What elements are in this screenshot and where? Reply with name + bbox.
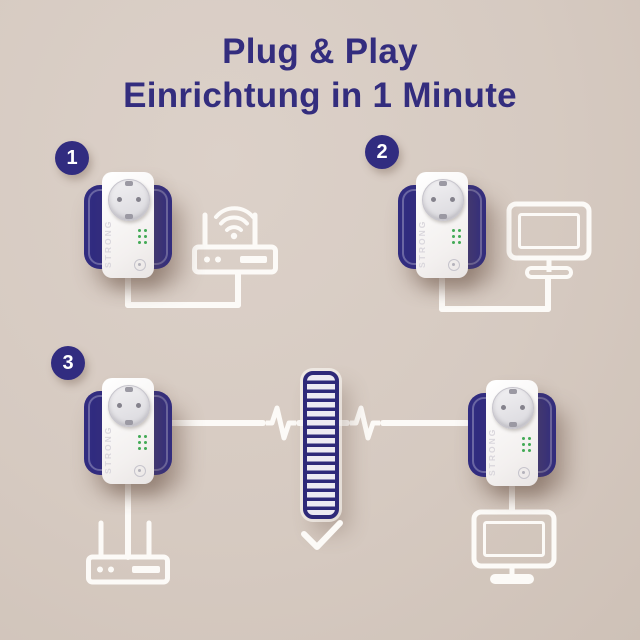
monitor-icon [506,201,592,279]
socket-hole [501,405,506,410]
ground-clip [509,389,517,394]
socket-hole [117,197,122,202]
adapter-body: STRONG [102,378,154,484]
logo-badge-icon [518,467,530,479]
logo-badge-icon [134,259,146,271]
power-socket-icon [492,387,534,429]
power-socket-icon [108,385,150,427]
power-socket-icon [108,179,150,221]
cable-segment [125,274,131,308]
cable-segment [235,270,241,308]
step-badge-2: 2 [365,135,399,169]
socket-hole [431,197,436,202]
brand-label: STRONG [487,427,497,477]
socket-hole [136,403,141,408]
adapter-body: STRONG [486,380,538,486]
cable-segment [439,276,445,312]
logo-badge-icon [448,259,460,271]
power-pulse-icon [350,405,380,441]
status-led-icons [452,229,461,244]
brand-label: STRONG [103,425,113,475]
socket-hole [450,197,455,202]
ground-clip [439,181,447,186]
checkmark-icon [301,520,343,550]
socket-hole [136,197,141,202]
brand-label: STRONG [103,219,113,269]
socket-hole [520,405,525,410]
adapter-body: STRONG [102,172,154,278]
wifi-router-icon [192,206,278,275]
ground-clip [125,214,133,219]
title-line-1: Plug & Play [222,32,418,71]
powerline-adapter: STRONG [468,380,556,492]
cable-segment [125,482,131,560]
step-number-2: 2 [376,140,388,163]
adapter-body: STRONG [416,172,468,278]
step-number-3: 3 [62,351,74,374]
ground-clip [125,420,133,425]
step-badge-3: 3 [51,346,85,380]
powerline-adapter: STRONG [84,378,172,490]
cable-segment [380,420,470,426]
ground-clip [439,214,447,219]
status-led-icons [138,435,147,450]
power-socket-icon [422,179,464,221]
title-line-2: Einrichtung in 1 Minute [123,76,517,115]
ground-clip [125,181,133,186]
monitor-icon [471,509,557,584]
ground-clip [125,387,133,392]
power-pulse-icon [266,405,296,441]
powerline-adapter: STRONG [84,172,172,284]
step-badge-1: 1 [55,141,89,175]
cable-segment [439,306,551,312]
cable-segment [125,302,241,308]
cable-segment [162,420,266,426]
ground-clip [509,422,517,427]
router-icon [86,520,170,585]
status-led-icons [522,437,531,452]
socket-hole [117,403,122,408]
status-led-icons [138,229,147,244]
cable-segment [545,275,551,312]
cable-segment [509,484,515,514]
logo-badge-icon [134,465,146,477]
step-number-1: 1 [66,146,78,169]
page-title: Plug & Play Einrichtung in 1 Minute [0,30,640,118]
powerline-adapter: STRONG [398,172,486,284]
brand-label: STRONG [417,219,427,269]
wall-barrier-icon [303,371,339,519]
